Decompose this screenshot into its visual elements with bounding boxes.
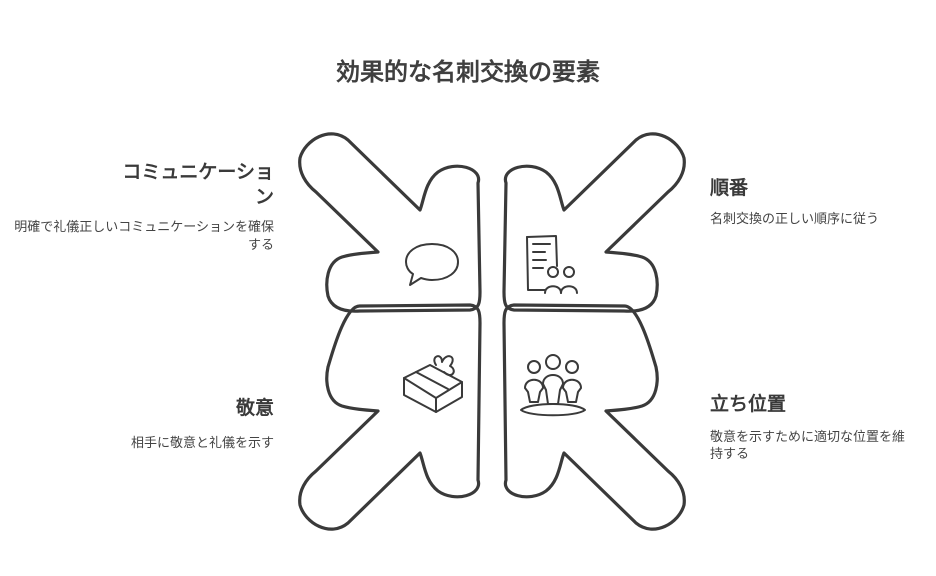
arrow-bottom-left	[298, 303, 482, 531]
document-people-icon	[526, 235, 578, 294]
gift-box-icon	[403, 355, 463, 413]
item-respect: 敬意 相手に敬意と礼儀を示す	[80, 396, 274, 452]
diagram-title: 効果的な名刺交換の要素	[336, 58, 600, 86]
item-heading: コミュニケーション	[122, 161, 274, 208]
item-order: 順番 名刺交換の正しい順序に従う	[710, 176, 900, 228]
item-description: 明確で礼儀正しいコミュニケーションを確保する	[14, 220, 274, 253]
item-communication: コミュニケーション 明確で礼儀正しいコミュニケーションを確保する	[8, 160, 274, 254]
item-heading: 立ち位置	[710, 393, 787, 415]
arrow-top-left	[298, 132, 482, 313]
speech-bubble-icon	[405, 243, 459, 286]
item-description: 相手に敬意と礼儀を示す	[130, 435, 274, 451]
arrow-top-right	[502, 132, 686, 313]
item-description: 名刺交換の正しい順序に従う	[710, 211, 880, 227]
item-description: 敬意を示すために適切な位置を維持する	[710, 429, 906, 463]
arrow-bottom-right	[502, 303, 686, 531]
group-people-icon	[520, 354, 586, 417]
item-heading: 順番	[710, 177, 749, 199]
item-position: 立ち位置 敬意を示すために適切な位置を維持する	[710, 392, 910, 464]
item-heading: 敬意	[235, 397, 274, 419]
